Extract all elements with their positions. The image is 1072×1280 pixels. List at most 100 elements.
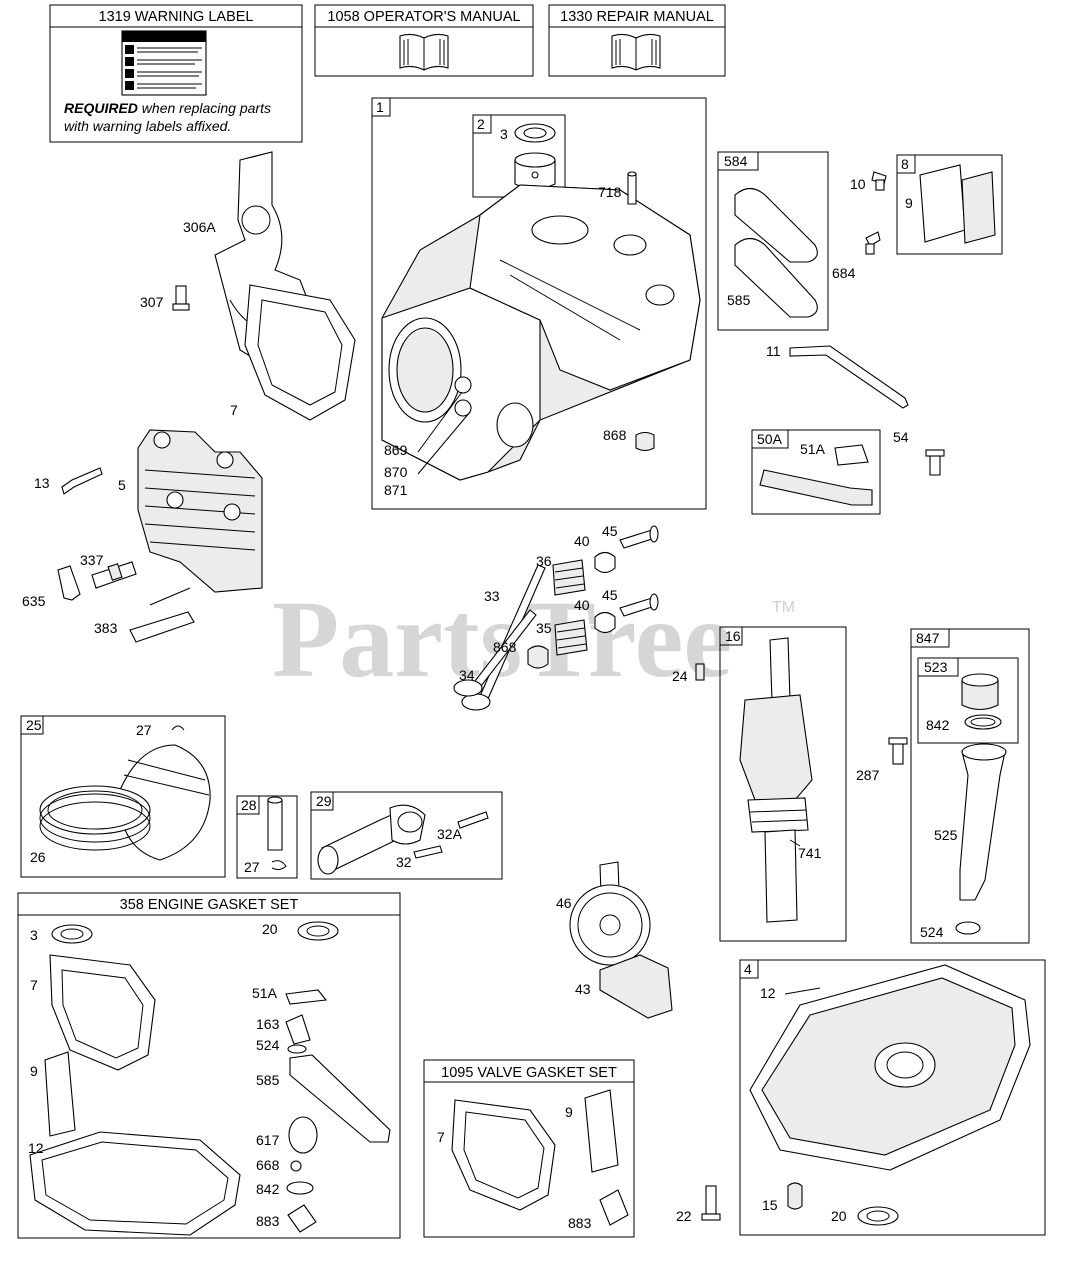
group-847-dipstick[interactable]: 847 523 842 525 524 bbox=[910, 628, 1030, 944]
group-tag: 1 bbox=[376, 99, 384, 115]
bolt-icon bbox=[925, 449, 945, 476]
bolt-icon bbox=[865, 171, 887, 255]
group-1-cylinder[interactable]: 1 2 bbox=[371, 97, 707, 510]
callout: 33 bbox=[484, 588, 500, 604]
callout: 3 bbox=[30, 927, 38, 943]
callout: 5 bbox=[118, 477, 126, 493]
operators-manual-title: 1058 OPERATOR'S MANUAL bbox=[327, 9, 520, 25]
spark-plug-icon bbox=[91, 561, 137, 589]
shield-and-head bbox=[57, 151, 356, 643]
group-29-connecting-rod[interactable]: 29 32A 32 bbox=[310, 791, 503, 880]
group-28-wrist-pin[interactable]: 28 27 bbox=[236, 795, 298, 879]
group-tag: 847 bbox=[916, 630, 940, 646]
bolt-icon bbox=[888, 737, 908, 765]
group-4-sump[interactable]: 4 12 15 20 bbox=[739, 959, 1046, 1236]
callout: 3 bbox=[500, 126, 508, 142]
callout: 26 bbox=[30, 849, 46, 865]
callout: 307 bbox=[140, 294, 164, 310]
callout: 524 bbox=[920, 924, 944, 940]
group-tag: 29 bbox=[316, 793, 332, 809]
valve-gasket-set-title: 1095 VALVE GASKET SET bbox=[441, 1065, 617, 1081]
group-16-crankshaft[interactable]: 16 741 bbox=[719, 626, 847, 942]
callout: 22 bbox=[676, 1208, 692, 1224]
spark-plug-boot-icon bbox=[57, 565, 81, 601]
callout: 7 bbox=[30, 977, 38, 993]
group-tag: 50A bbox=[757, 431, 783, 447]
book-icon bbox=[611, 33, 661, 71]
cylinder-block-drawing bbox=[381, 171, 701, 481]
dipstick-tube-icon bbox=[789, 345, 909, 409]
callout: 871 bbox=[384, 482, 408, 498]
callout: 43 bbox=[575, 981, 591, 997]
callout: 287 bbox=[856, 767, 880, 783]
group-tag: 584 bbox=[724, 153, 748, 169]
group-8-valve-cover[interactable]: 8 9 bbox=[896, 154, 1003, 255]
callout: 7 bbox=[230, 402, 238, 418]
group-tag: 523 bbox=[924, 659, 948, 675]
callout: 35 bbox=[536, 620, 552, 636]
group-584-gasket[interactable]: 584 585 bbox=[717, 151, 829, 331]
callout: 668 bbox=[256, 1157, 280, 1173]
engine-gasket-set-title: 358 ENGINE GASKET SET bbox=[120, 897, 299, 913]
callout: 10 bbox=[850, 176, 866, 192]
valve-train bbox=[453, 525, 705, 711]
callout: 45 bbox=[602, 523, 618, 539]
callout: 524 bbox=[256, 1037, 280, 1053]
group-tag: 4 bbox=[744, 961, 752, 977]
book-icon bbox=[399, 33, 449, 71]
callout: 635 bbox=[22, 593, 46, 609]
callout: 13 bbox=[34, 475, 50, 491]
callout: 617 bbox=[256, 1132, 280, 1148]
callout: 54 bbox=[893, 429, 909, 445]
callout: 383 bbox=[94, 620, 118, 636]
callout: 842 bbox=[256, 1181, 280, 1197]
engine-gasket-set[interactable]: 358 ENGINE GASKET SET 3 20 7 51A 163 524… bbox=[17, 892, 401, 1239]
camshaft-assembly bbox=[569, 861, 673, 1019]
callout: 684 bbox=[832, 265, 856, 281]
callout: 9 bbox=[905, 195, 913, 211]
bolt-icon bbox=[172, 285, 190, 311]
group-25-piston[interactable]: 25 27 26 bbox=[20, 715, 226, 878]
callout: 20 bbox=[262, 921, 278, 937]
repair-manual-title: 1330 REPAIR MANUAL bbox=[560, 9, 714, 25]
group-523-cap[interactable]: 523 842 bbox=[917, 657, 1019, 744]
callout: 585 bbox=[727, 292, 751, 308]
callout: 869 bbox=[384, 442, 408, 458]
callout: 40 bbox=[574, 533, 590, 549]
warning-sticker-word: WARNING bbox=[130, 27, 198, 43]
callout: 12 bbox=[760, 985, 776, 1001]
operators-manual-box[interactable]: 1058 OPERATOR'S MANUAL bbox=[314, 4, 534, 77]
breather-tube-icon bbox=[129, 587, 195, 643]
group-tag: 2 bbox=[477, 116, 485, 132]
warning-sticker-icon: WARNING bbox=[121, 27, 207, 96]
watermark-trademark: TM bbox=[772, 599, 795, 616]
group-2-bushing[interactable]: 2 bbox=[472, 114, 566, 198]
bolt-icon bbox=[701, 1185, 721, 1221]
callout: 11 bbox=[766, 343, 781, 359]
callout: 45 bbox=[602, 587, 618, 603]
callout: 842 bbox=[926, 717, 950, 733]
callout: 718 bbox=[598, 184, 622, 200]
callout: 32A bbox=[437, 826, 463, 842]
group-tag: 16 bbox=[725, 628, 741, 644]
warning-label-box[interactable]: 1319 WARNING LABEL WARNING REQUIRED when… bbox=[49, 4, 303, 143]
callout: 585 bbox=[256, 1072, 280, 1088]
callout: 163 bbox=[256, 1016, 280, 1032]
callout: 24 bbox=[672, 668, 688, 684]
callout: 32 bbox=[396, 854, 412, 870]
callout: 40 bbox=[574, 597, 590, 613]
valve-gasket-set[interactable]: 1095 VALVE GASKET SET 7 9 883 bbox=[423, 1059, 635, 1238]
warning-label-title: 1319 WARNING LABEL bbox=[99, 9, 254, 25]
callout: 15 bbox=[762, 1197, 778, 1213]
callout: 870 bbox=[384, 464, 408, 480]
repair-manual-box[interactable]: 1330 REPAIR MANUAL bbox=[548, 4, 726, 77]
callout: 883 bbox=[568, 1215, 592, 1231]
callout: 741 bbox=[798, 845, 822, 861]
callout: 34 bbox=[459, 667, 475, 683]
callout: 868 bbox=[603, 427, 627, 443]
group-50A-intake[interactable]: 50A 51A bbox=[751, 429, 881, 515]
callout: 9 bbox=[565, 1104, 573, 1120]
callout: 12 bbox=[28, 1140, 44, 1156]
bolt-icon bbox=[61, 467, 103, 495]
